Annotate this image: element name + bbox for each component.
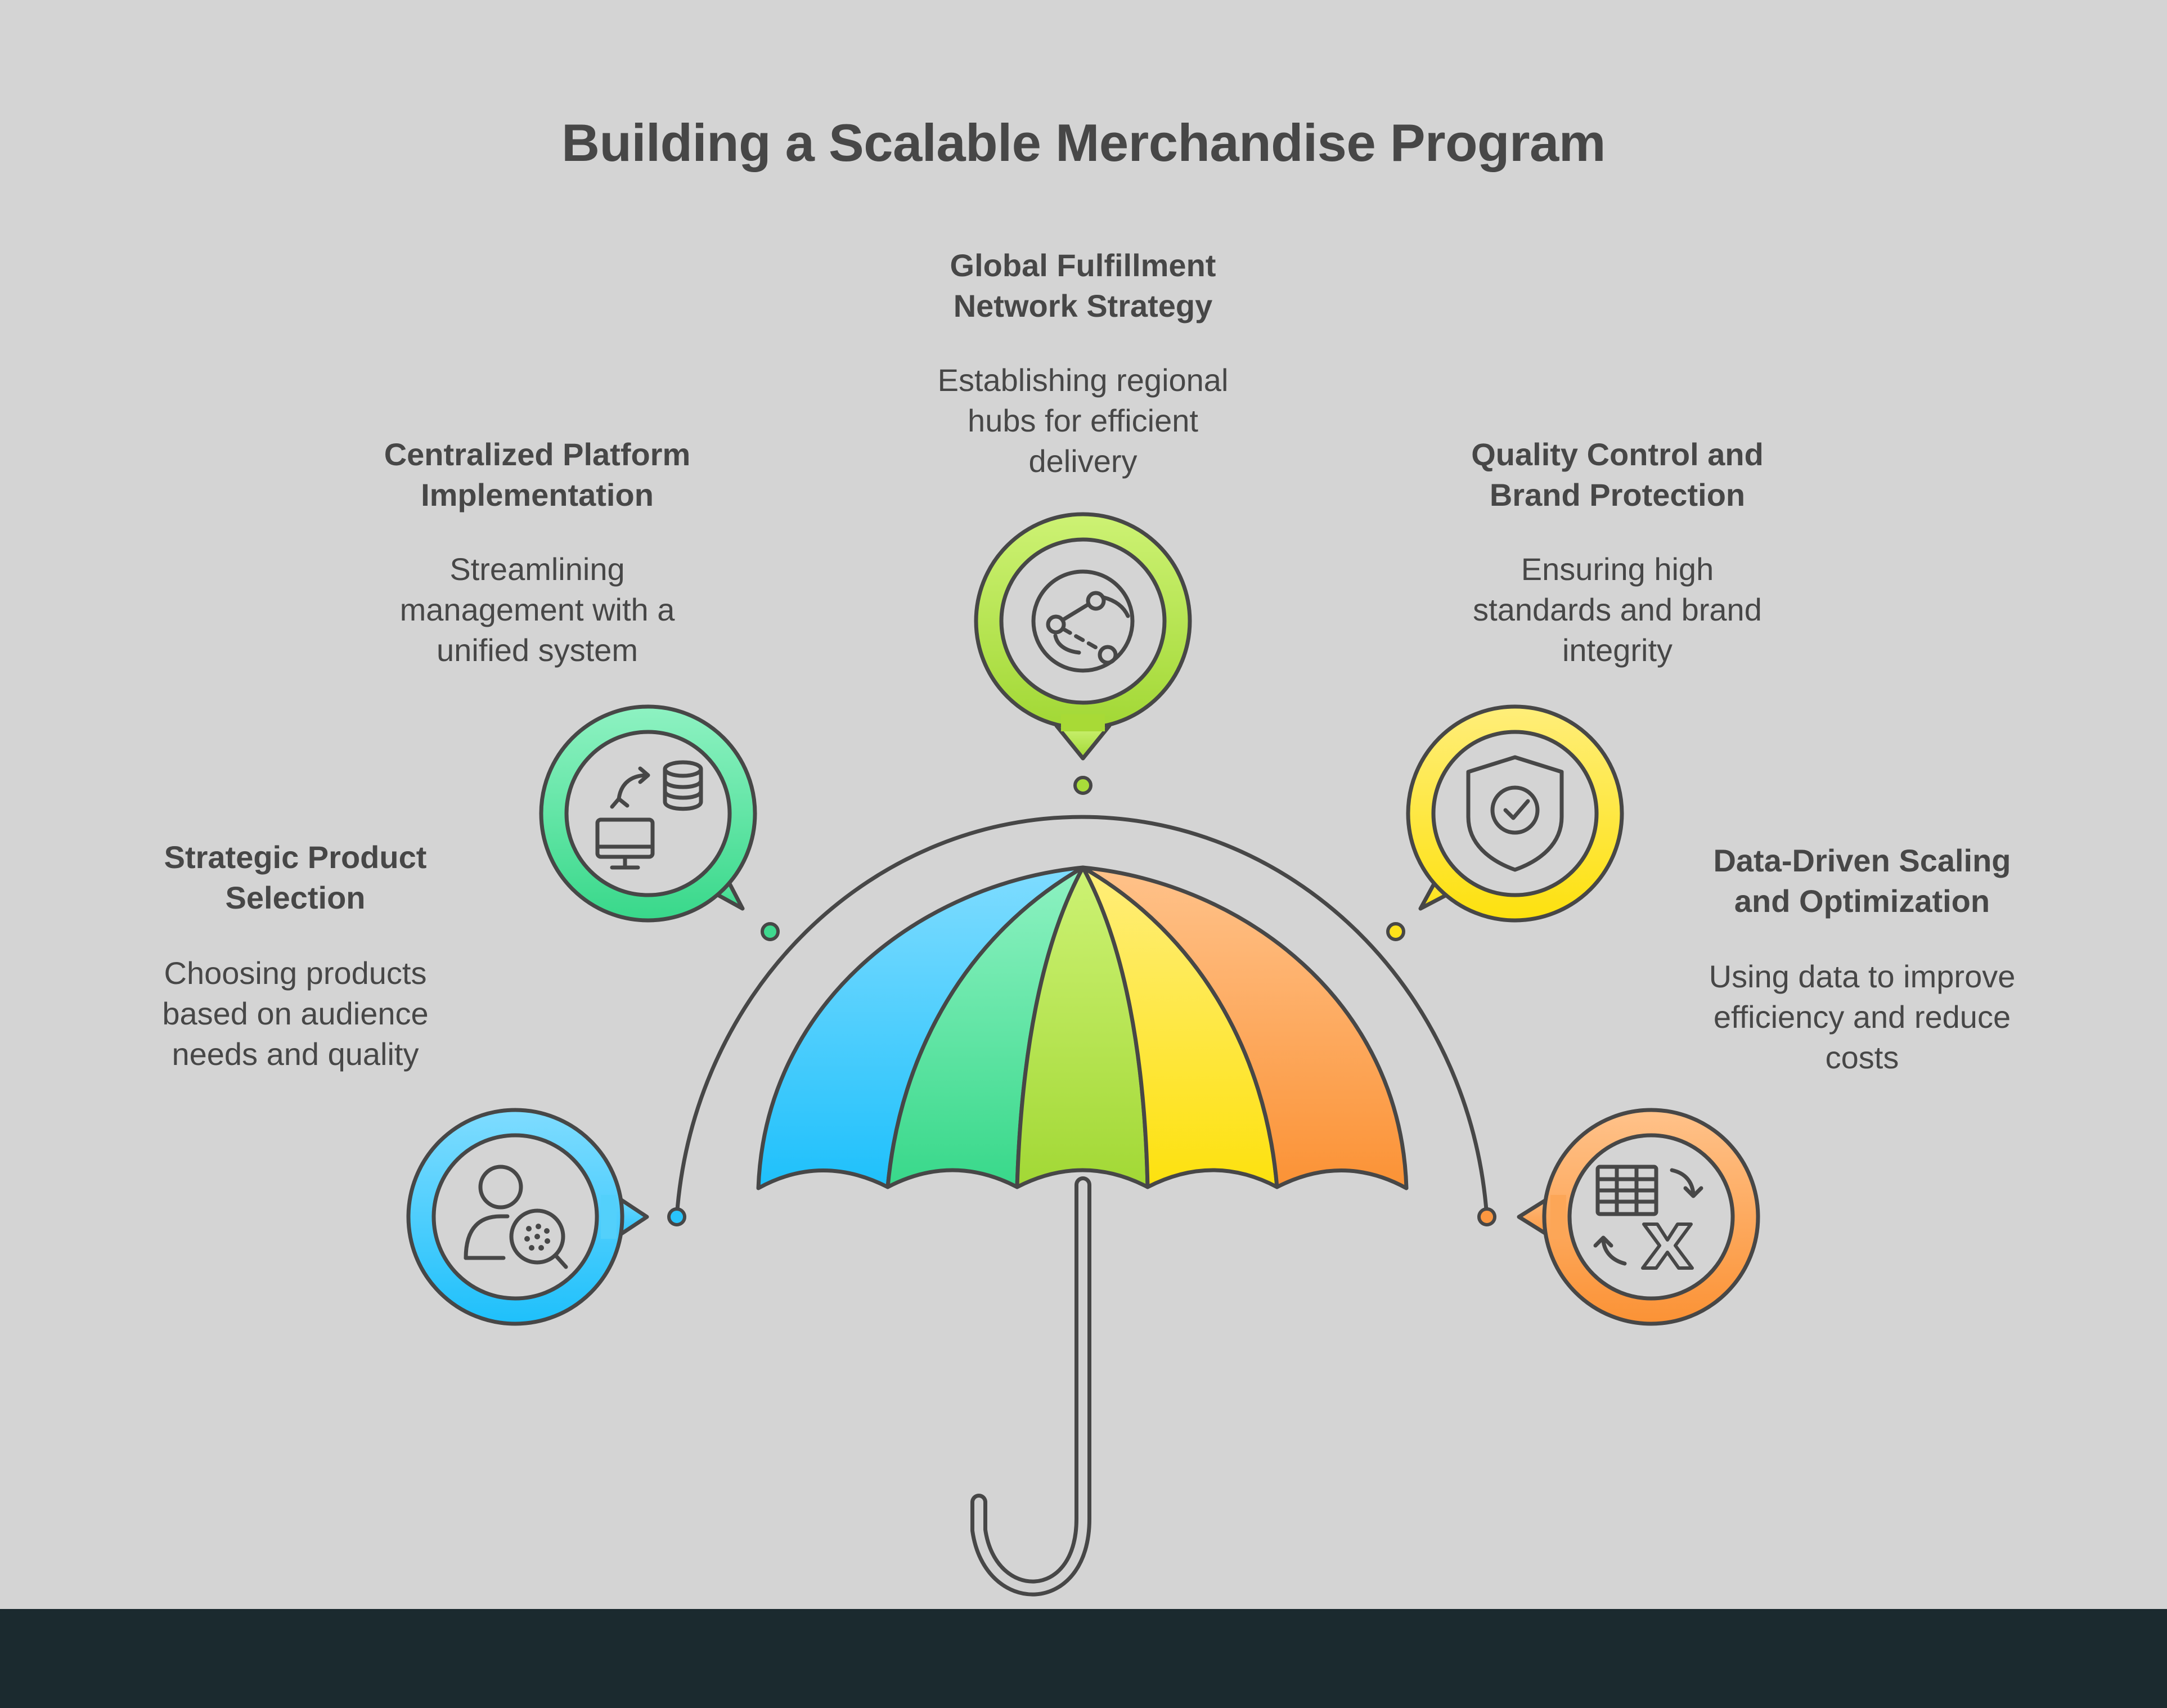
step-desc-5-line1: Using data to improve: [1709, 959, 2016, 994]
step-badge-5: [1517, 1108, 1760, 1326]
step-title-4-line2: Brand Protection: [1489, 477, 1746, 513]
step-desc-1-line2: based on audience: [162, 996, 429, 1031]
step-badge-1: [406, 1108, 649, 1326]
step-title-3-line1: Global Fulfillment: [950, 248, 1216, 283]
step-title-5-line1: Data-Driven Scaling: [1713, 843, 2011, 878]
arc-dot-1: [667, 1207, 686, 1226]
step-desc-2: Streamlining management with a unified s…: [354, 549, 720, 671]
arc-dot-3: [1073, 776, 1093, 795]
step-desc-3-line1: Establishing regional: [937, 362, 1229, 398]
step-badge-3: [974, 512, 1192, 761]
step-desc-2-line1: Streamlining: [449, 551, 625, 587]
step-title-1-line1: Strategic Product: [164, 839, 427, 875]
step-title-1: Strategic Product Selection: [129, 837, 461, 918]
step-desc-3-line3: delivery: [1028, 443, 1138, 479]
footer-bar: [0, 1609, 2167, 1708]
step-badge-2: [539, 704, 757, 923]
page-title: Building a Scalable Merchandise Program: [561, 113, 1606, 172]
globe-network-icon: [1031, 569, 1135, 673]
step-title-2-line1: Centralized Platform: [384, 437, 691, 472]
step-title-1-line2: Selection: [225, 880, 366, 915]
step-desc-4-line2: standards and brand: [1473, 592, 1762, 627]
computer-database-sync-icon: [595, 760, 703, 870]
step-badge-4: [1406, 704, 1624, 923]
step-title-3-line2: Network Strategy: [953, 288, 1213, 323]
step-title-5: Data-Driven Scaling and Optimization: [1682, 840, 2042, 922]
step-title-5-line2: and Optimization: [1734, 883, 1990, 919]
arc-dot-2: [761, 922, 780, 941]
outer-arc: [675, 815, 1489, 1217]
umbrella-handle-inner: [974, 1180, 1087, 1593]
step-desc-1-line1: Choosing products: [164, 955, 427, 991]
step-desc-4-line3: integrity: [1562, 632, 1673, 668]
step-title-2-line2: Implementation: [421, 477, 654, 513]
step-desc-5-line3: costs: [1825, 1040, 1899, 1075]
step-title-4: Quality Control and Brand Protection: [1435, 434, 1800, 515]
step-desc-5-line2: efficiency and reduce: [1713, 999, 2011, 1035]
spreadsheet-excel-icon: [1593, 1165, 1703, 1270]
step-desc-2-line2: management with a: [399, 592, 675, 627]
step-desc-4-line1: Ensuring high: [1521, 551, 1714, 587]
step-title-2: Centralized Platform Implementation: [354, 434, 720, 515]
arc-dot-5: [1477, 1207, 1496, 1226]
canopy-panel-orange: [1081, 865, 1409, 1190]
step-desc-3: Establishing regional hubs for efficient…: [900, 360, 1266, 482]
person-search-icon: [464, 1165, 568, 1269]
arc-dot-4: [1386, 922, 1405, 941]
umbrella-handle: [970, 1176, 1091, 1597]
step-desc-5: Using data to improve efficiency and red…: [1682, 956, 2042, 1078]
umbrella-canopy: [756, 865, 1409, 1190]
step-desc-1: Choosing products based on audience need…: [129, 953, 461, 1075]
step-title-3: Global Fulfillment Network Strategy: [900, 245, 1266, 326]
step-title-4-line1: Quality Control and: [1471, 437, 1764, 472]
shield-check-icon: [1466, 755, 1564, 872]
step-desc-4: Ensuring high standards and brand integr…: [1435, 549, 1800, 671]
step-desc-3-line2: hubs for efficient: [968, 403, 1198, 438]
step-desc-2-line3: unified system: [437, 632, 638, 668]
step-desc-1-line3: needs and quality: [172, 1036, 419, 1072]
